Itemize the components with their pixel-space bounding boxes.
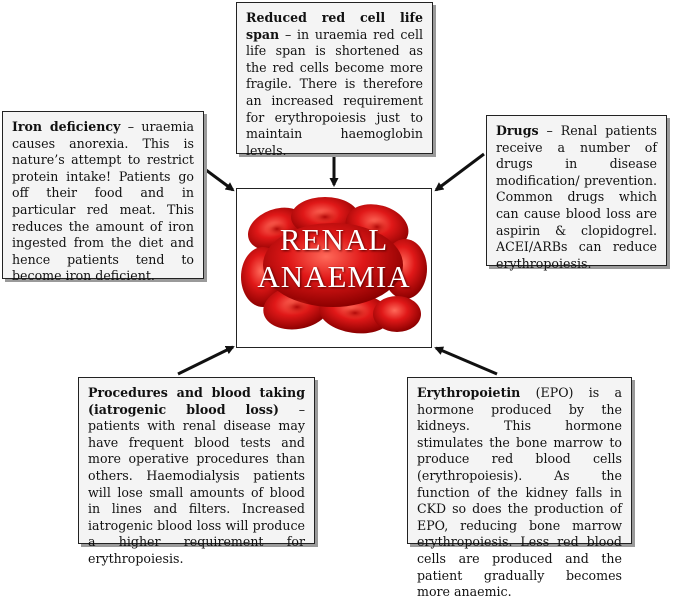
box-heading: Drugs: [496, 123, 539, 138]
box-body: – patients with renal disease may have f…: [88, 401, 305, 567]
iron-deficiency-box: Iron deficiency – uraemia causes anorexi…: [2, 111, 204, 283]
erythropoietin-box: Erythropoietin (EPO) is a hormone produc…: [407, 377, 632, 599]
center-title: RENAL ANAEMIA: [236, 222, 432, 295]
box-heading: Reduced red cell life span: [246, 10, 423, 42]
red-blood-cells-illustration: [241, 197, 427, 334]
center-title-line2: ANAEMIA: [257, 258, 411, 294]
drugs-box: Drugs – Renal patients receive a number …: [486, 115, 667, 271]
box-heading: Procedures and blood taking (iatrogenic …: [88, 385, 305, 417]
box-heading: Iron deficiency: [12, 119, 121, 134]
box-heading: Erythropoietin: [417, 385, 521, 400]
box-body: – in uraemia red cell life span is short…: [246, 26, 423, 158]
procedures-blood-taking-box: Procedures and blood taking (iatrogenic …: [78, 377, 315, 566]
box-body: (EPO) is a hormone produced by the kidne…: [417, 385, 622, 600]
arrow-right: [434, 152, 485, 192]
arrow-bottom-left: [177, 345, 235, 376]
arrow-bottom-right: [434, 346, 498, 376]
box-body: – uraemia causes anorexia. This is natur…: [12, 119, 194, 284]
reduced-red-cell-life-span-box: Reduced red cell life span – in uraemia …: [236, 2, 433, 158]
box-body: – Renal patients receive a number of dru…: [496, 123, 657, 271]
arrow-left: [205, 168, 235, 192]
connector-arrows: [177, 152, 498, 376]
renal-anaemia-image: [236, 188, 432, 348]
center-title-line1: RENAL: [279, 222, 389, 257]
cell-cluster: [241, 197, 427, 334]
